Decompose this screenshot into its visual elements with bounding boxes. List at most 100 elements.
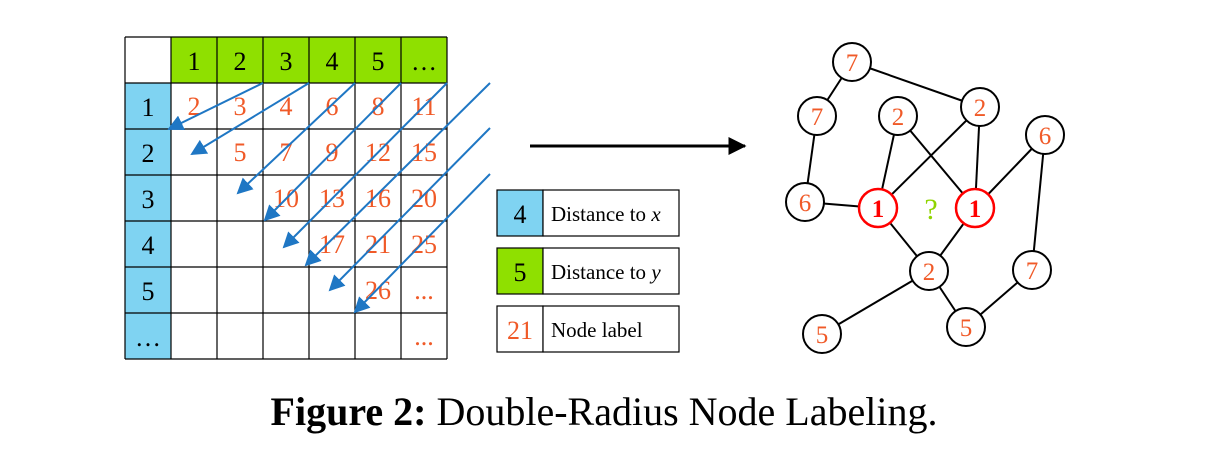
diagonal-arrow: [190, 82, 310, 156]
target-node: [954, 187, 996, 229]
legend-swatch-value: 21: [507, 316, 533, 345]
table-cell: [309, 313, 355, 359]
legend-swatch-value: 4: [514, 200, 527, 229]
column-header-cell: [355, 37, 401, 83]
column-header-label: 5: [372, 47, 385, 76]
graph-node-label: 6: [1039, 123, 1052, 150]
table-cell: [171, 267, 217, 313]
graph-node: [909, 251, 949, 291]
node-label-value: 6: [326, 92, 339, 121]
graph-node: [802, 314, 842, 354]
table-cell: [401, 175, 447, 221]
row-header-label: 3: [142, 185, 155, 214]
node-label-value: 16: [365, 184, 391, 213]
table-cell: [401, 267, 447, 313]
graph-node: [797, 96, 837, 136]
graph-node-label: 5: [960, 315, 973, 342]
table-cell: [171, 175, 217, 221]
node-label-value: ...: [414, 276, 434, 305]
graph-node-label: 2: [923, 259, 936, 286]
column-header-cell: [217, 37, 263, 83]
column-header-label: 3: [280, 47, 293, 76]
diagonal-arrow: [236, 82, 356, 195]
column-header-label: …: [411, 47, 437, 76]
table-cell: [355, 221, 401, 267]
row-header-cell: [125, 267, 171, 313]
label-table: 12345…12345…2346811579121510131620172125…: [124, 36, 448, 360]
table-cell: [217, 221, 263, 267]
graph-node-label: 2: [974, 95, 987, 122]
row-header-cell: [125, 83, 171, 129]
table-corner-cell: [125, 37, 171, 83]
table-cell: [401, 129, 447, 175]
table-cell: [355, 313, 401, 359]
graph-node: [946, 307, 986, 347]
row-header-label: 1: [142, 93, 155, 122]
figure-title: Double-Radius Node Labeling.: [436, 389, 938, 434]
node-label-value: ...: [414, 322, 434, 351]
graph-node-label: 7: [811, 104, 824, 131]
diagonal-arrows: [167, 82, 491, 314]
row-header-label: 5: [142, 277, 155, 306]
table-cell: [401, 221, 447, 267]
legend-text-box: [542, 189, 680, 237]
graph-edge: [1031, 134, 1046, 271]
node-label-value: 2: [188, 92, 201, 121]
column-header-cell: [309, 37, 355, 83]
legend-text-box: [542, 247, 680, 295]
table-cell: [217, 267, 263, 313]
node-label-value: 3: [234, 92, 247, 121]
graph-node-label: 7: [846, 50, 859, 77]
graph-node: [1025, 115, 1065, 155]
node-label-value: 15: [411, 138, 437, 167]
column-header-label: 1: [188, 47, 201, 76]
column-header-cell: [401, 37, 447, 83]
column-header-cell: [263, 37, 309, 83]
legend: 4 Distance to x 5 Distance to y 21 Node label: [496, 189, 680, 353]
graph-node: [785, 182, 825, 222]
graph-node-label: 1: [969, 196, 982, 223]
diagonal-arrow: [304, 82, 491, 267]
graph-node-label: 5: [816, 322, 829, 349]
legend-text-box: [542, 305, 680, 353]
diagonal-arrow: [328, 127, 491, 292]
row-header-label: 2: [142, 139, 155, 168]
diagonal-arrow: [282, 82, 448, 249]
diagonal-arrow: [353, 173, 491, 314]
legend-description: Distance to y: [551, 260, 661, 284]
row-header-label: 4: [142, 231, 155, 260]
node-label-value: 5: [234, 138, 247, 167]
legend-description: Distance to x: [551, 202, 661, 226]
legend-variable: x: [650, 202, 661, 226]
table-cell: [171, 221, 217, 267]
column-header-label: 4: [326, 47, 339, 76]
node-label-value: 21: [365, 230, 391, 259]
table-cell: [309, 267, 355, 313]
node-label-value: 17: [319, 230, 345, 259]
column-header-cell: [171, 37, 217, 83]
node-label-value: 20: [411, 184, 437, 213]
figure-label: Figure 2:: [270, 389, 427, 434]
table-cell: [263, 129, 309, 175]
graph-edge: [851, 61, 981, 108]
table-cell: [263, 267, 309, 313]
graph-node: [1012, 250, 1052, 290]
row-header-cell: [125, 313, 171, 359]
column-header-label: 2: [234, 47, 247, 76]
legend-swatch-value: 5: [514, 258, 527, 287]
table-cell: [355, 175, 401, 221]
graph-edge: [877, 106, 981, 209]
diagonal-arrow: [263, 82, 402, 222]
node-label-value: 25: [411, 230, 437, 259]
graph-node-label: 1: [872, 196, 885, 223]
table-cell: [217, 83, 263, 129]
graph-node: [960, 87, 1000, 127]
row-header-cell: [125, 175, 171, 221]
diagonal-arrow: [167, 82, 264, 131]
table-cell: [217, 313, 263, 359]
legend-description: Node label: [551, 318, 643, 342]
graph-node-label: 6: [799, 190, 812, 217]
figure-caption: Figure 2: Double-Radius Node Labeling.: [0, 388, 1208, 435]
